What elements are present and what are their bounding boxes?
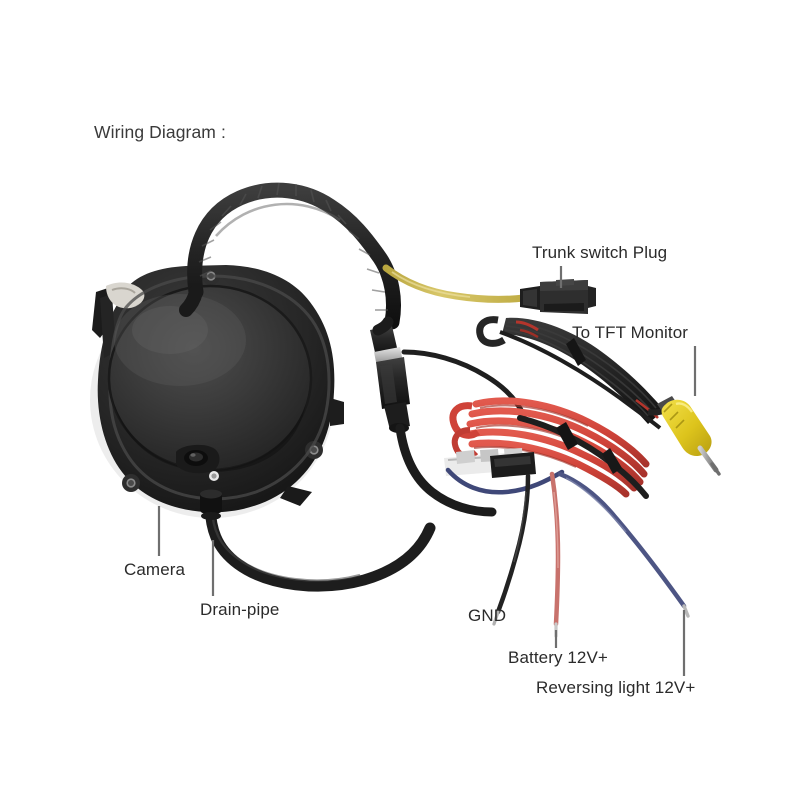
yellow-trigger-wire	[382, 264, 528, 303]
label-reversing-light: Reversing light 12V+	[536, 678, 696, 697]
camera-housing	[90, 265, 344, 518]
rca-connector	[657, 396, 721, 476]
red-cable-coil	[449, 397, 650, 499]
page-title: Wiring Diagram :	[94, 122, 226, 142]
blue-reversing-wire	[445, 467, 690, 618]
barrel-connector	[370, 316, 410, 433]
label-trunk-switch-plug: Trunk switch Plug	[532, 243, 668, 262]
black-ground-wire	[492, 473, 531, 626]
drain-pipe	[200, 489, 436, 592]
wire-junction	[444, 448, 536, 478]
red-battery-wire	[549, 471, 561, 638]
label-drain-pipe: Drain-pipe	[200, 600, 280, 619]
leader-lines	[157, 266, 697, 676]
label-gnd: GND	[468, 606, 507, 625]
label-battery: Battery 12V+	[508, 648, 608, 667]
label-camera: Camera	[124, 560, 186, 579]
black-cable-coil	[476, 316, 673, 430]
trunk-switch-connector	[520, 279, 596, 314]
label-to-tft-monitor: To TFT Monitor	[572, 323, 689, 342]
camera-lens	[176, 444, 220, 474]
